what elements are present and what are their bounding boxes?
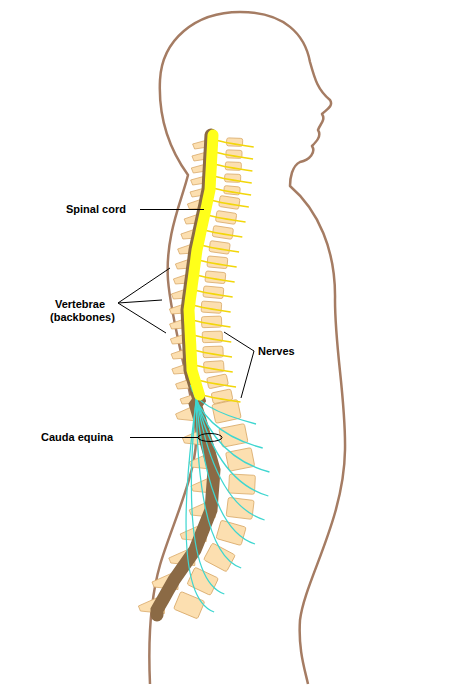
spinal-nerve — [216, 140, 254, 147]
spinal-nerve — [203, 395, 241, 402]
spinal-nerve — [208, 215, 246, 222]
vertebra-body — [203, 361, 224, 373]
cauda-equina-nerve — [191, 385, 224, 594]
spinal-nerve — [199, 260, 237, 267]
vertebra-body — [203, 346, 223, 358]
spinal-nerve — [193, 335, 231, 342]
vertebra-body — [207, 374, 229, 389]
cauda-equina-nerve — [186, 385, 214, 612]
spinal-nerve — [214, 176, 252, 183]
leader-lines — [118, 210, 254, 442]
vertebra-body — [219, 424, 248, 448]
vertebra-body — [202, 331, 222, 343]
cauda-equina-nerve — [196, 385, 241, 568]
structure-label: Nerves — [258, 345, 295, 358]
body-outline — [149, 12, 345, 684]
spinal-nerve — [201, 245, 239, 252]
spinal-nerve — [193, 320, 231, 327]
structure-label: Vertebrae (backbones) — [50, 298, 110, 324]
cauda-equina-nerve — [196, 385, 256, 544]
spinal-nerve — [204, 230, 242, 237]
spinal-cord — [189, 135, 213, 395]
cauda-equina-nerve — [195, 385, 265, 520]
spinal-nerve — [194, 350, 232, 357]
structure-label: Spinal cord — [66, 203, 126, 216]
spinal-nerve — [197, 275, 235, 282]
vertebral-column — [138, 135, 269, 619]
spinal-nerve — [193, 305, 231, 312]
vertebra-body — [226, 497, 254, 519]
cauda-equina-nerve — [194, 385, 269, 496]
structure-label: Cauda equina — [41, 431, 113, 444]
vertebra-body — [174, 591, 205, 619]
spinal-nerve — [195, 365, 233, 372]
vertebra-body — [201, 316, 221, 328]
vertebra-body — [228, 474, 255, 494]
spinal-nerve — [195, 290, 233, 297]
vertebra-body — [216, 520, 246, 545]
spinal-nerve — [211, 200, 249, 207]
vertebra-body — [212, 399, 241, 423]
spinal-nerve — [213, 188, 251, 195]
spinal-nerve — [215, 152, 253, 159]
spinal-canal — [157, 135, 214, 615]
spinal-nerve — [214, 164, 252, 171]
spinal-nerve — [198, 380, 236, 387]
